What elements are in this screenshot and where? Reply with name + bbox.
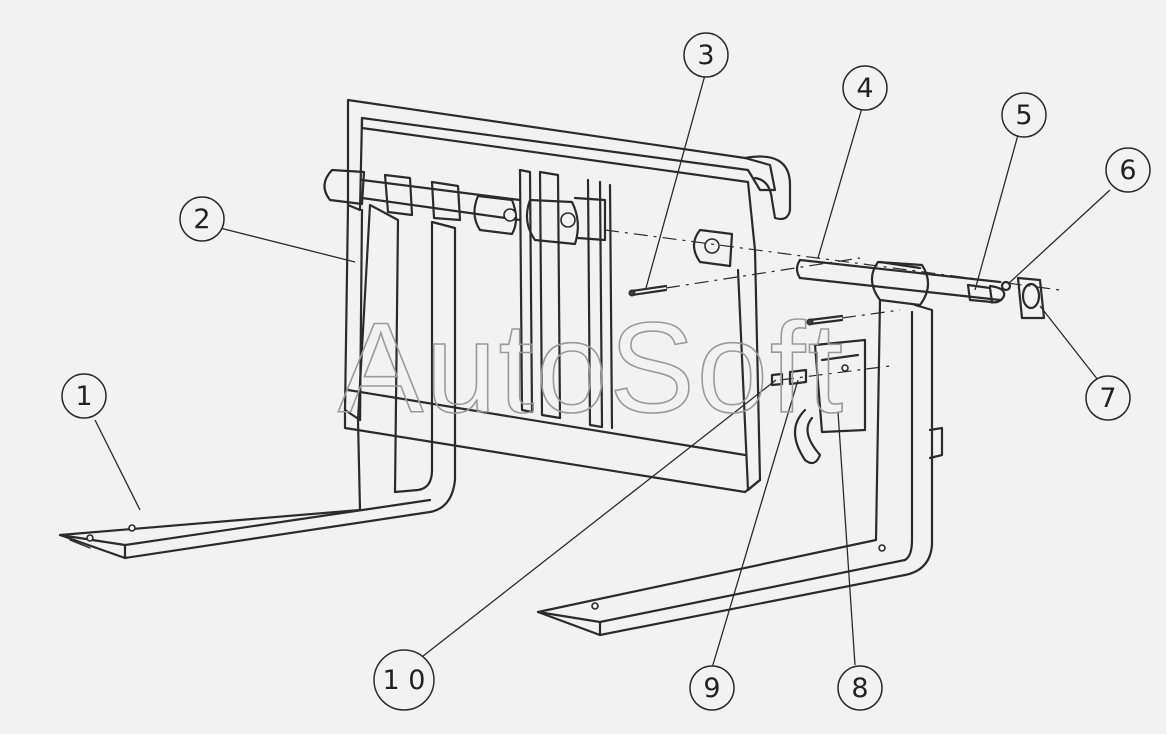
callout-7-label: 7 [1099, 383, 1116, 414]
callout-10: 1 0 [373, 649, 435, 711]
leader-lines [94, 74, 1111, 669]
part-9-bolt [788, 368, 808, 386]
part-5-fastener [966, 283, 1006, 304]
callout-4: 4 [842, 65, 888, 111]
callout-6: 6 [1105, 147, 1151, 193]
callout-5: 5 [1001, 92, 1047, 138]
callout-3: 3 [683, 32, 729, 78]
part-10-nut [770, 372, 784, 387]
callout-2-label: 2 [193, 204, 210, 235]
assembly-axes [604, 229, 1061, 381]
part-7-end-cap [1016, 276, 1046, 320]
shaft-part-4 [795, 258, 1002, 302]
pin-part-3 [628, 284, 844, 326]
callout-8: 8 [837, 665, 883, 711]
watermark-text: AutoSoft [338, 297, 845, 440]
part-8-bracket [793, 338, 867, 465]
fork-left [58, 203, 457, 560]
callout-4-label: 4 [856, 73, 873, 104]
callout-9: 9 [689, 665, 735, 711]
callout-3-label: 3 [697, 40, 714, 71]
callout-5-label: 5 [1015, 100, 1032, 131]
callout-2: 2 [179, 196, 225, 242]
callout-6-label: 6 [1119, 155, 1136, 186]
carriage-shaft [360, 173, 607, 246]
callout-7: 7 [1085, 375, 1131, 421]
callout-10-label: 1 0 [383, 665, 426, 696]
callout-1: 1 [61, 373, 107, 419]
callout-9-label: 9 [703, 673, 720, 704]
callout-1-label: 1 [75, 381, 92, 412]
carriage-frame [323, 98, 792, 494]
callout-8-label: 8 [851, 673, 868, 704]
part-6-washer [1000, 280, 1012, 292]
